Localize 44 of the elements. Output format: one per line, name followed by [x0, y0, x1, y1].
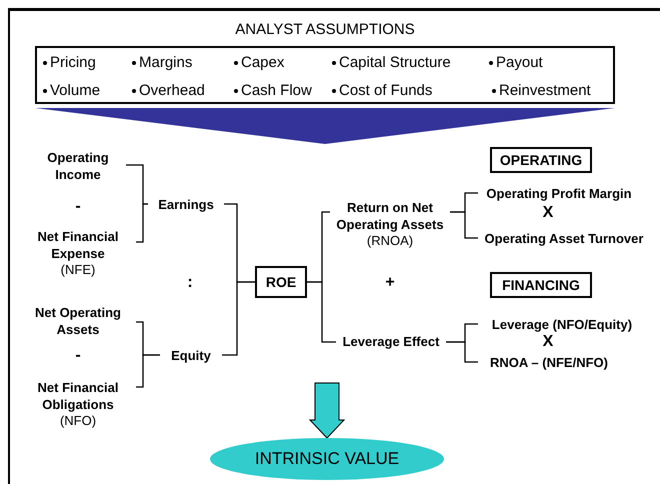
term-text: RNOA – (NFE/NFO): [490, 354, 608, 371]
assumption-item: Cost of Funds: [339, 82, 432, 100]
abbreviation-text: (NFO): [60, 413, 96, 429]
abbreviation-text: (RNOA): [366, 233, 414, 249]
assumption-item: Cash Flow: [241, 82, 312, 100]
label-box: ROE: [255, 266, 307, 298]
operator-symbol: +: [385, 274, 395, 292]
term-text: Operating Asset Turnover: [484, 230, 644, 247]
assumption-item: Capex: [241, 54, 284, 72]
term-text: Return on Net Operating Assets: [335, 199, 445, 233]
assumption-item: Reinvestment: [499, 82, 591, 100]
operator-symbol: X: [542, 333, 554, 351]
bracket-connector: [450, 211, 478, 239]
assumption-item: Pricing: [50, 54, 96, 72]
term-text: Net Financial Obligations: [36, 379, 120, 413]
operator-symbol: :: [187, 274, 193, 292]
assumption-item: Margins: [139, 54, 192, 72]
bracket-connector: [136, 203, 148, 243]
operator-symbol: -: [75, 347, 81, 365]
term-text: Operating Profit Margin: [486, 185, 632, 202]
funnel-arrow: [35, 108, 615, 144]
term-text: Net Operating Assets: [34, 304, 122, 338]
term-text: Earnings: [158, 196, 214, 213]
label-box: FINANCING: [490, 272, 592, 298]
term-text: Equity: [171, 347, 211, 364]
assumption-item: Overhead: [139, 82, 205, 100]
bracket-connector: [446, 341, 478, 363]
label-box: OPERATING: [490, 147, 592, 173]
term-text: Leverage Effect: [342, 333, 440, 350]
bracket-connector: [136, 354, 160, 388]
bracket-connector: [307, 281, 336, 343]
operator-symbol: -: [75, 198, 81, 216]
assumption-item: Payout: [496, 54, 543, 72]
bracket-connector: [222, 281, 255, 356]
operator-symbol: X: [542, 204, 554, 222]
assumption-item: Volume: [50, 82, 100, 100]
section-heading: ANALYST ASSUMPTIONS: [234, 20, 416, 40]
block-arrow: [308, 382, 346, 439]
term-text: Leverage (NFO/Equity): [492, 316, 632, 333]
abbreviation-text: (NFE): [60, 262, 96, 278]
result-ellipse: INTRINSIC VALUE: [210, 438, 444, 480]
assumption-item: Capital Structure: [339, 54, 451, 72]
term-text: Net Financial Expense: [36, 228, 120, 262]
term-text: Operating Income: [46, 149, 110, 183]
